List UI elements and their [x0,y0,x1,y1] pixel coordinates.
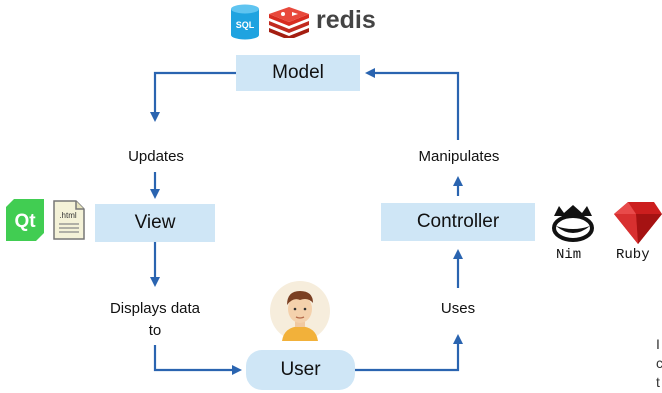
qt-text: Qt [14,211,36,232]
qt-logo-icon: Qt [6,199,44,241]
view-box: View [95,204,215,242]
redis-cube-icon [269,7,309,38]
sql-database-icon: SQL [231,4,259,40]
ruby-label: Ruby [616,247,650,263]
sql-text: SQL [236,20,255,30]
cropped-text-line-1: I [656,336,660,352]
ruby-gem-icon [614,202,662,244]
user-avatar-icon [270,281,330,341]
nim-label: Nim [556,247,582,263]
user-label: User [280,359,321,380]
html-text: .html [59,211,77,220]
model-label: Model [272,62,324,83]
cropped-text-line-2: c [656,355,662,371]
arrow-user-to-uses [355,334,463,372]
arrow-manipulates-to-model [365,68,460,140]
nim-crown-icon [552,205,594,242]
redis-wordmark: redis [316,6,376,34]
model-box: Model [236,55,360,91]
displays-label-line1: Displays data [109,300,201,317]
html-file-icon: .html [53,200,85,240]
controller-box: Controller [381,203,535,241]
uses-label: Uses [440,300,476,317]
view-label: View [134,212,176,233]
arrow-model-to-updates [150,71,236,122]
controller-label: Controller [416,211,500,232]
displays-label-line2: to [148,322,162,339]
arrow-displays-to-user [153,345,242,375]
user-box: User [246,350,355,390]
manipulates-label: Manipulates [418,148,500,165]
cropped-text-line-3: t [656,374,660,390]
updates-label: Updates [128,148,184,165]
